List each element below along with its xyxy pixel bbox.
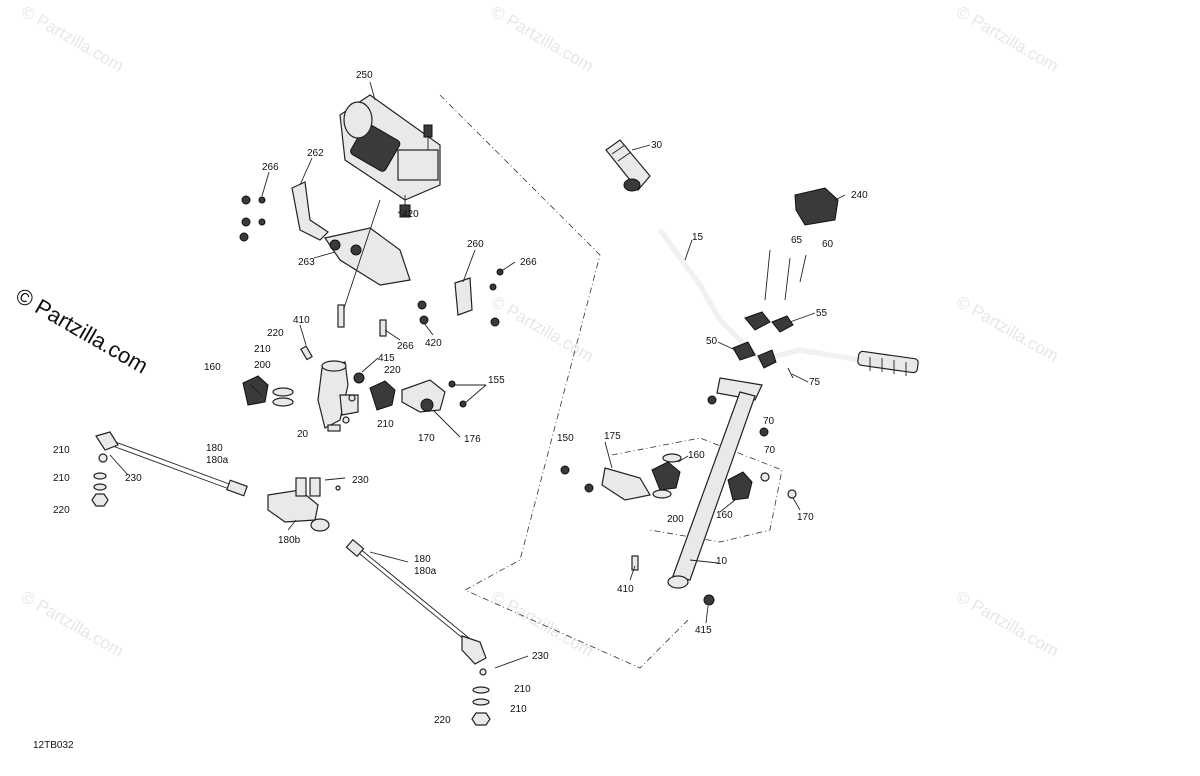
callout: 266 bbox=[520, 257, 537, 268]
center-link bbox=[267, 477, 341, 532]
callout: 415 bbox=[695, 625, 712, 636]
handlebar-inner bbox=[657, 228, 861, 364]
bushing-160c bbox=[727, 471, 753, 501]
watermark: © Partzilla.com bbox=[18, 2, 127, 76]
callout: 200 bbox=[254, 360, 271, 371]
assembly-outline-column bbox=[611, 437, 783, 543]
tie-rod-right bbox=[345, 538, 487, 676]
callout: 420 bbox=[425, 338, 442, 349]
bolts-266 bbox=[239, 195, 504, 337]
callout: 180a bbox=[206, 455, 229, 466]
watermark: © Partzilla.com bbox=[953, 292, 1062, 366]
callout: 420 bbox=[402, 209, 419, 220]
callout: 210 bbox=[510, 704, 527, 715]
watermark: © Partzilla.com bbox=[488, 2, 597, 76]
callout: 200 bbox=[667, 514, 684, 525]
callout-labels: 250 266 262 420 263 260 266 266 420 410 … bbox=[53, 70, 868, 726]
callout: 20 bbox=[297, 429, 309, 440]
assembly-outline-steering bbox=[439, 94, 689, 669]
callout: 180a bbox=[414, 566, 437, 577]
callout: 180 bbox=[206, 443, 223, 454]
callout: 150 bbox=[557, 433, 574, 444]
callout: 410 bbox=[617, 584, 634, 595]
washer-200 bbox=[272, 387, 294, 397]
callout: 160 bbox=[716, 510, 733, 521]
bracket-175 bbox=[601, 467, 651, 501]
callout: 60 bbox=[822, 239, 834, 250]
callout: 176 bbox=[464, 434, 481, 445]
callout: 410 bbox=[293, 315, 310, 326]
bracket-262 bbox=[291, 181, 329, 241]
callout: 50 bbox=[706, 336, 718, 347]
callout: 266 bbox=[262, 162, 279, 173]
callout: 170 bbox=[797, 512, 814, 523]
callout: 155 bbox=[488, 375, 505, 386]
watermark: © Partzilla.com bbox=[18, 587, 127, 661]
watermark-main: © Partzilla.com bbox=[12, 283, 153, 379]
callout: 75 bbox=[809, 377, 821, 388]
callout: 230 bbox=[125, 473, 142, 484]
power-steering-motor bbox=[339, 94, 441, 218]
tie-rod-left bbox=[95, 431, 248, 497]
callout: 70 bbox=[764, 445, 776, 456]
bushing-160b bbox=[651, 461, 681, 491]
clamp-50 bbox=[732, 341, 756, 361]
callout: 70 bbox=[763, 416, 775, 427]
washer-200b bbox=[272, 397, 294, 407]
callout: 263 bbox=[298, 257, 315, 268]
callout: 10 bbox=[716, 556, 728, 567]
callout: 160 bbox=[688, 450, 705, 461]
nut-220b bbox=[471, 712, 491, 726]
grip-left bbox=[605, 139, 651, 192]
callout: 230 bbox=[352, 475, 369, 486]
bushing-155 bbox=[369, 380, 396, 411]
callout: 220 bbox=[267, 328, 284, 339]
watermark: © Partzilla.com bbox=[953, 2, 1062, 76]
callout: 240 bbox=[851, 190, 868, 201]
bushing-160 bbox=[242, 375, 269, 406]
callout: 260 bbox=[467, 239, 484, 250]
clamp-55 bbox=[744, 311, 771, 331]
callout: 262 bbox=[307, 148, 324, 159]
steering-column bbox=[667, 377, 763, 589]
leader-lines bbox=[109, 81, 846, 669]
callout: 220 bbox=[53, 505, 70, 516]
watermark: © Partzilla.com bbox=[953, 587, 1062, 661]
callout: 160 bbox=[204, 362, 221, 373]
switch-240 bbox=[794, 187, 839, 226]
callout: 415 bbox=[378, 353, 395, 364]
callout: 170 bbox=[418, 433, 435, 444]
callout: 30 bbox=[651, 140, 663, 151]
callout: 180 bbox=[414, 554, 431, 565]
callout: 210 bbox=[254, 344, 271, 355]
bracket-260 bbox=[454, 277, 473, 316]
callout: 210 bbox=[377, 419, 394, 430]
callout: 220 bbox=[434, 715, 451, 726]
drawing-code: 12TB032 bbox=[33, 740, 74, 751]
callout: 210 bbox=[514, 684, 531, 695]
watermark: © Partzilla.com bbox=[488, 587, 597, 661]
callout: 230 bbox=[532, 651, 549, 662]
clamp-176 bbox=[401, 379, 446, 413]
callout: 250 bbox=[356, 70, 373, 81]
callout: 266 bbox=[397, 341, 414, 352]
callout: 180b bbox=[278, 535, 301, 546]
callout: 210 bbox=[53, 473, 70, 484]
bolts-65-60 bbox=[764, 249, 807, 301]
bracket-263 bbox=[324, 227, 411, 286]
callout: 210 bbox=[53, 445, 70, 456]
callout: 55 bbox=[816, 308, 828, 319]
nut-220 bbox=[91, 493, 109, 507]
callout: 65 bbox=[791, 235, 803, 246]
callout: 220 bbox=[384, 365, 401, 376]
callout: 175 bbox=[604, 431, 621, 442]
callout: 15 bbox=[692, 232, 704, 243]
grip-right bbox=[857, 350, 919, 376]
watermark-layer: © Partzilla.com © Partzilla.com © Partzi… bbox=[18, 2, 1062, 661]
